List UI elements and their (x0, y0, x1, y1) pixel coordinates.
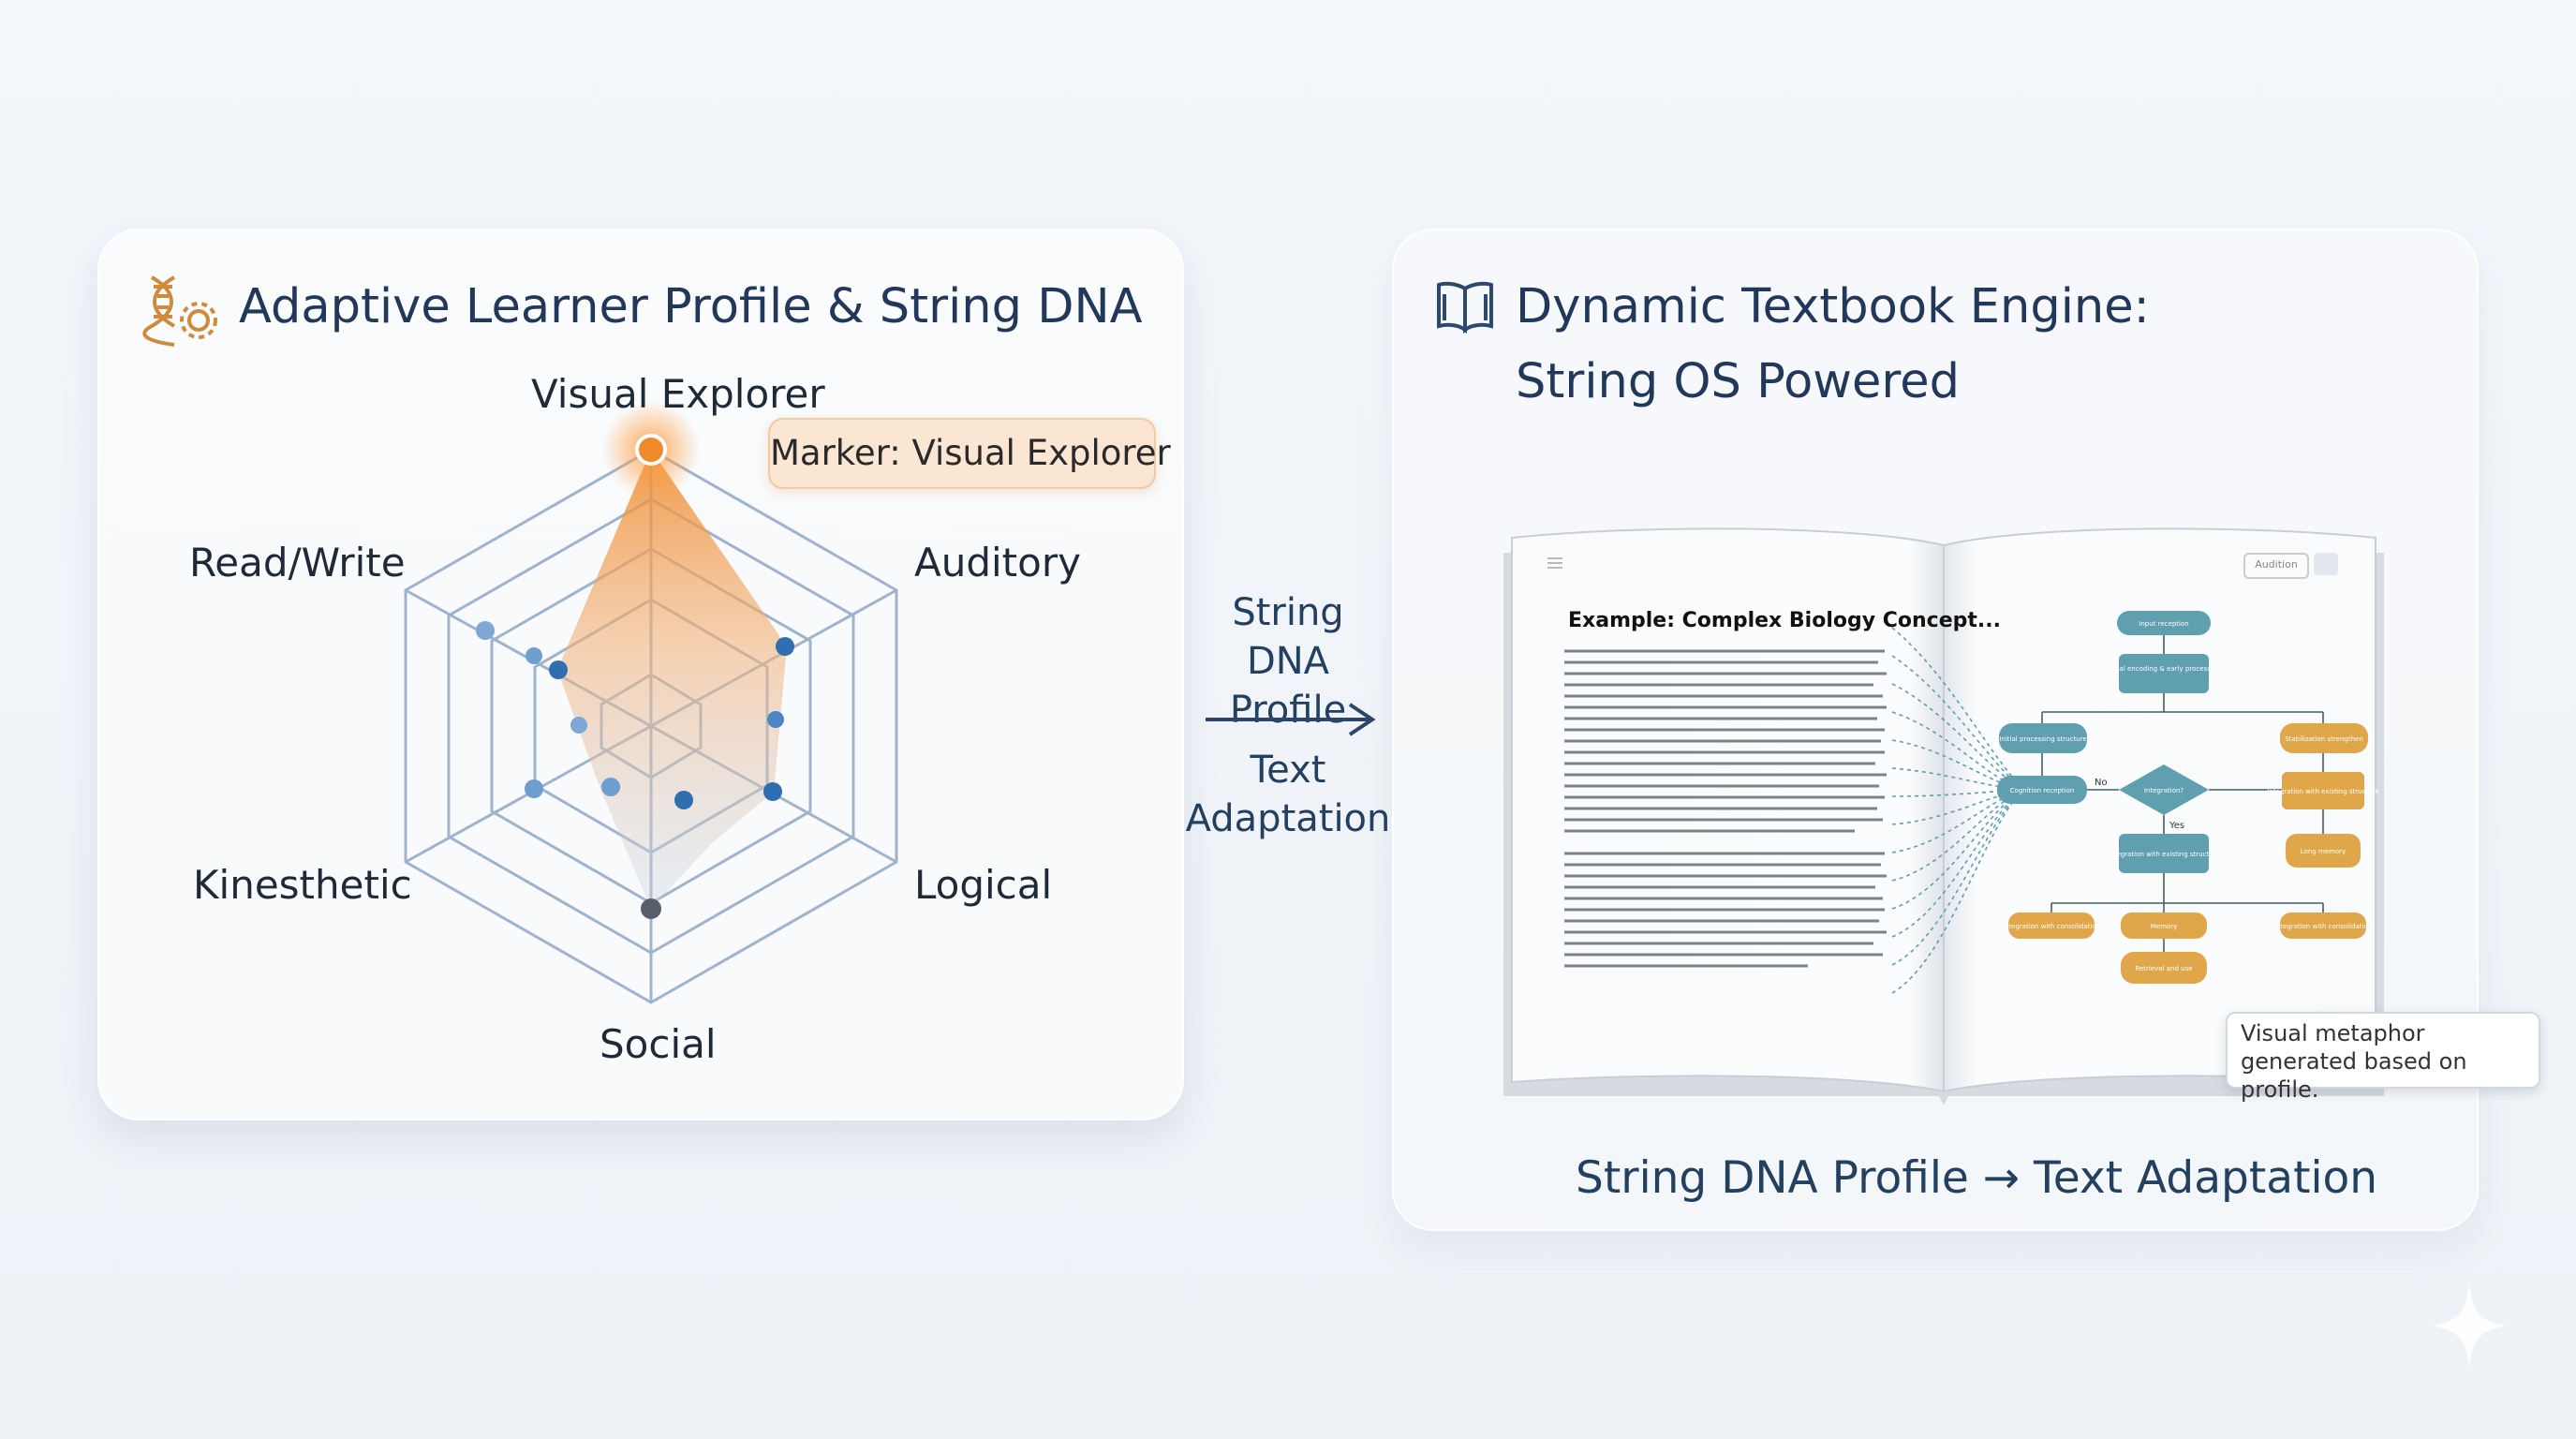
svg-text:Retrieval and use: Retrieval and use (2135, 965, 2192, 972)
bottom-caption: String DNA Profile → Text Adaptation (1576, 1152, 2378, 1204)
audition-button[interactable]: Audition (2243, 553, 2309, 579)
svg-text:Cognition reception: Cognition reception (2010, 787, 2075, 794)
dot-readwrite-mid (526, 647, 542, 664)
open-textbook: Input reception Initial encoding & early… (1503, 527, 2384, 1105)
middle-line-4: Adaptation (1185, 797, 1391, 840)
dot-kinesthetic-inner (601, 778, 620, 796)
radar-dots (476, 621, 794, 919)
svg-text:Memory: Memory (2151, 923, 2177, 930)
sparkle-icon (2432, 1283, 2507, 1368)
flow-yes-label: Yes (2169, 821, 2184, 831)
settings-small-button (2314, 553, 2338, 575)
axis-visual-explorer: Visual Explorer (531, 371, 825, 417)
flow-no-label: No (2095, 778, 2108, 788)
flow-nodes (1997, 611, 2368, 984)
arrow-right-icon (1206, 703, 1376, 736)
flow-node-4 (1997, 776, 2087, 804)
flow-node-labels: Input reception Initial encoding & early… (1999, 620, 2378, 972)
flow-node-7 (2280, 723, 2368, 753)
dot-auditory (776, 637, 794, 656)
svg-text:Initial processing structure: Initial processing structure (1999, 735, 2086, 743)
left-panel-title: Adaptive Learner Profile & String DNA (239, 279, 1143, 334)
profile-shape (557, 450, 787, 909)
marker-tooltip: Marker: Visual Explorer (768, 418, 1171, 489)
menu-icon (1547, 557, 1562, 569)
flow-node-6 (2119, 834, 2209, 873)
flow-node-13 (2121, 912, 2207, 939)
svg-text:Initial encoding & early proce: Initial encoding & early processing (2107, 665, 2220, 673)
middle-label-text: Text Adaptation (1185, 746, 1391, 843)
middle-line-3: Text (1250, 749, 1326, 792)
flow-node-11 (2286, 834, 2361, 868)
dot-logical-2 (674, 791, 693, 809)
middle-line-1: String DNA (1232, 591, 1344, 683)
flow-node-9 (2008, 912, 2095, 939)
axis-read-write: Read/Write (189, 540, 406, 586)
axis-social: Social (600, 1021, 717, 1067)
svg-text:Integration with consolidation: Integration with consolidation (2003, 923, 2100, 930)
flow-node-12 (2280, 912, 2366, 939)
svg-text:Integration?: Integration? (2144, 787, 2184, 794)
svg-text:Integration with consolidation: Integration with consolidation (2274, 923, 2372, 930)
flow-node-8 (2282, 772, 2364, 809)
svg-text:Long memory: Long memory (2301, 848, 2346, 855)
axis-kinesthetic: Kinesthetic (193, 862, 412, 908)
middle-line-2: Profile (1229, 689, 1347, 732)
svg-text:Stabilization strengthen: Stabilization strengthen (2285, 735, 2363, 743)
visual-explorer-marker[interactable] (635, 434, 667, 466)
svg-text:Input reception: Input reception (2139, 620, 2188, 628)
visual-metaphor-tooltip: Visual metaphor generated based on profi… (2226, 1012, 2540, 1103)
dot-logical (763, 782, 782, 801)
dot-social (641, 898, 661, 919)
dot-readwrite-inner (549, 660, 568, 679)
dot-center (570, 717, 587, 734)
svg-text:Integration with existing stru: Integration with existing structure (2108, 851, 2219, 858)
flow-node-5 (2119, 764, 2209, 815)
flow-node-10 (2121, 952, 2207, 984)
page-heading: Example: Complex Biology Concept... (1568, 609, 2001, 632)
open-book-icon (1437, 281, 1493, 334)
flow-edges (2041, 635, 2324, 952)
flow-node-2 (2119, 654, 2209, 693)
axis-auditory: Auditory (914, 540, 1081, 586)
flow-node-1 (2117, 611, 2211, 635)
dot-kinesthetic (525, 779, 543, 798)
dot-readwrite (476, 621, 495, 640)
svg-text:Integration with existing stru: Integration with existing structure (2267, 788, 2378, 795)
body-text-lines (1564, 649, 1887, 968)
flow-node-3 (1999, 723, 2087, 753)
dot-auditory-2 (767, 711, 784, 728)
middle-label-dna: String DNA Profile (1185, 588, 1391, 734)
axis-logical: Logical (914, 862, 1053, 908)
right-panel-title-2: String OS Powered (1516, 354, 1960, 409)
dna-gear-icon (142, 275, 217, 347)
right-panel-title-1: Dynamic Textbook Engine: (1516, 279, 2150, 334)
